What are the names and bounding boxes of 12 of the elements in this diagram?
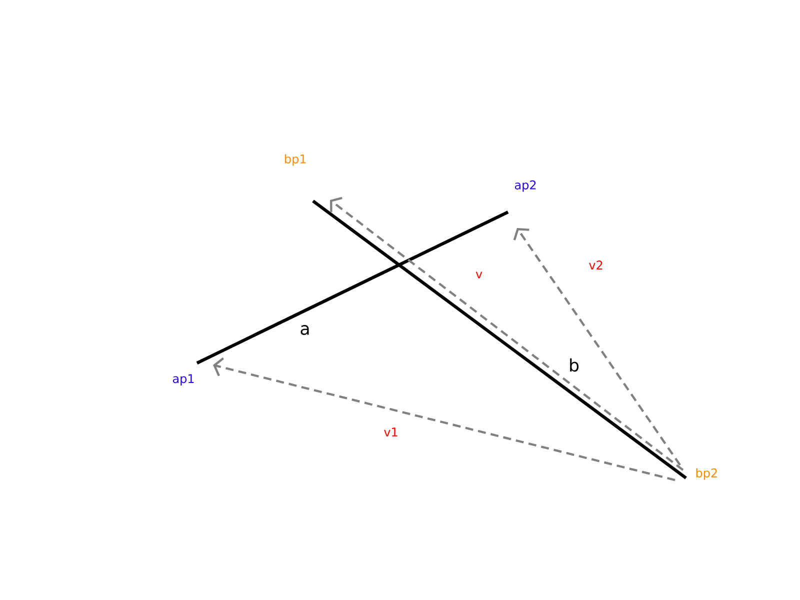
- arrow: [513, 228, 681, 466]
- point-label: ap2: [514, 180, 536, 192]
- point-label: ap1: [172, 374, 194, 386]
- edge-label: b: [570, 358, 579, 372]
- edge-label: a: [300, 325, 309, 335]
- arrow: [213, 357, 676, 482]
- edge-label: v1: [384, 428, 398, 436]
- point-label: bp2: [696, 468, 717, 480]
- point-label: bp1: [285, 154, 306, 166]
- edge-label: v: [476, 272, 482, 278]
- edge-label: v2: [589, 260, 602, 270]
- line-segment: [196, 210, 509, 364]
